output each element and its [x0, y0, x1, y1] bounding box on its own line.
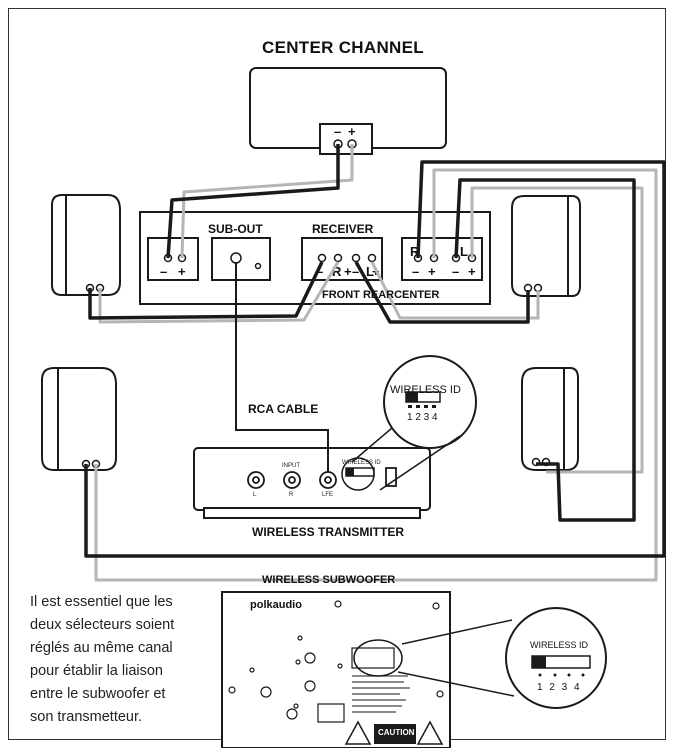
center-channel-label: CENTER CHANNEL — [262, 38, 424, 57]
center-terminal-block — [319, 123, 373, 155]
svg-text:–: – — [452, 264, 459, 279]
rear-left-speaker — [41, 367, 117, 471]
svg-text:+: + — [178, 264, 186, 279]
caution-label: CAUTION — [378, 728, 415, 737]
svg-text:R: R — [332, 264, 342, 279]
wireless-transmitter-label: WIRELESS TRANSMITTER — [252, 525, 404, 539]
wireless-subwoofer-label: WIRELESS SUBWOOFER — [262, 574, 396, 586]
svg-text:+: + — [348, 124, 356, 139]
polkaudio-logo: polkaudio — [250, 599, 302, 611]
instruction-note: Il est essentiel que les deux sélecteurs… — [30, 594, 175, 725]
jack-r-label: R — [289, 492, 294, 498]
svg-text:–: – — [316, 264, 323, 279]
svg-text:L: L — [460, 244, 468, 259]
rear-right-speaker — [521, 367, 579, 471]
jack-l-label: L — [253, 492, 257, 498]
svg-text:+: + — [468, 264, 476, 279]
svg-text:–: – — [352, 264, 359, 279]
jack-lfe-label: LFE — [322, 492, 334, 498]
wireless-id-numbers-transmitter: 1 2 3 4 — [407, 412, 438, 423]
front-rear-center-label: FRONT REARCENTER — [322, 289, 440, 301]
svg-text:+: + — [344, 264, 352, 279]
svg-text:R: R — [410, 244, 420, 259]
front-left-speaker — [51, 194, 121, 296]
transmitter-wireless-id-label: WIRELESS ID — [342, 460, 381, 466]
svg-text:L: L — [366, 264, 374, 279]
svg-text:–: – — [334, 124, 341, 139]
wireless-id-label-subwoofer: WIRELESS ID — [530, 640, 589, 650]
svg-text:–: – — [412, 264, 419, 279]
wireless-id-label-transmitter: WIRELESS ID — [390, 384, 461, 396]
rca-cable-label: RCA CABLE — [248, 402, 319, 416]
sub-out-label: SUB-OUT — [208, 222, 263, 236]
wireless-id-numbers-subwoofer: 1 2 3 4 — [537, 682, 582, 693]
svg-text:+: + — [428, 264, 436, 279]
receiver-center-terminals — [147, 237, 199, 281]
receiver-label: RECEIVER — [312, 222, 374, 236]
input-label: INPUT — [282, 463, 300, 469]
transmitter-base — [203, 507, 421, 519]
svg-text:–: – — [160, 264, 167, 279]
front-right-speaker — [511, 195, 581, 297]
